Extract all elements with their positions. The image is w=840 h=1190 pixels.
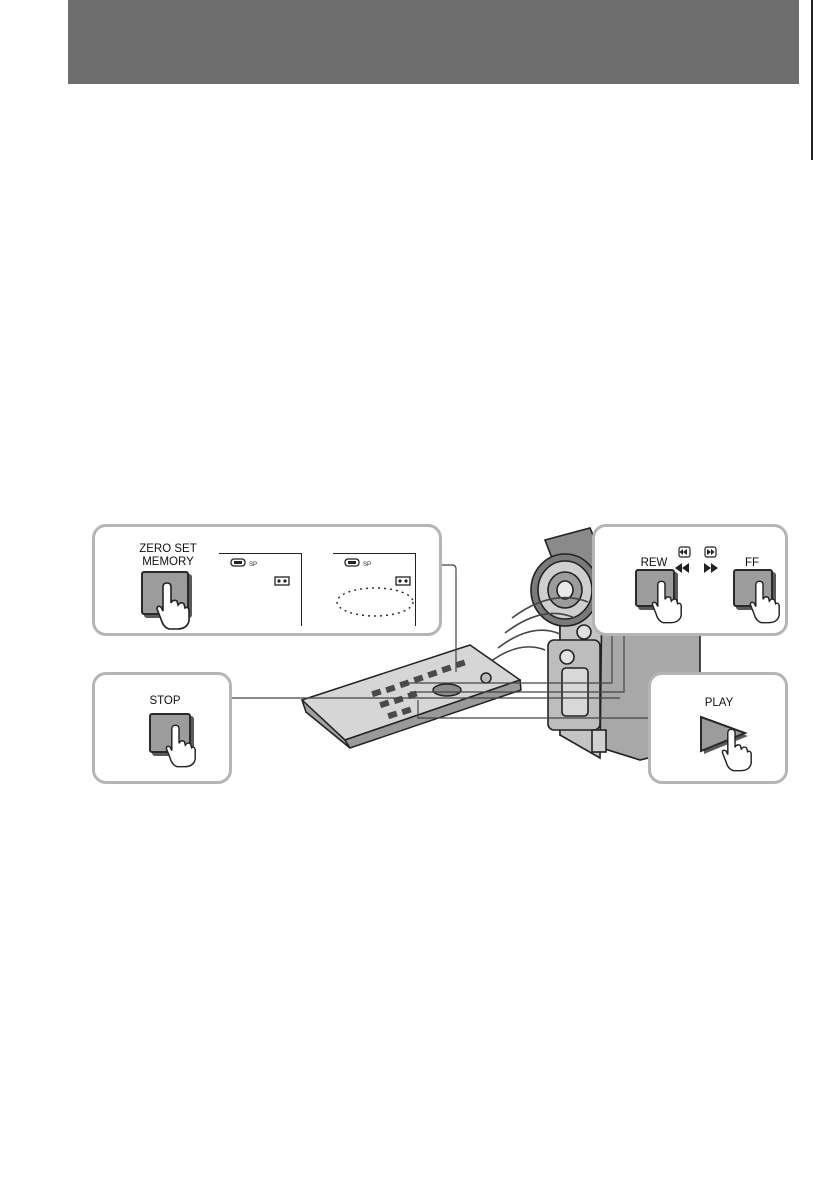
remote-commander-icon	[302, 645, 521, 748]
hand-pointer-icon	[745, 579, 781, 625]
hand-pointer-icon	[161, 723, 197, 769]
hand-pointer-icon	[151, 581, 191, 631]
zero-set-memory-label: ZERO SET MEMORY	[123, 543, 213, 569]
stop-callout: STOP	[92, 672, 232, 784]
battery-icon: SP	[345, 559, 371, 568]
stop-label: STOP	[140, 695, 190, 708]
counter-display-blinking: SP	[333, 553, 416, 626]
zero-set-memory-callout: ZERO SET MEMORY SP SP	[92, 524, 442, 636]
svg-text:SP: SP	[249, 562, 257, 568]
tape-icon	[396, 577, 410, 585]
play-callout: PLAY	[648, 672, 788, 784]
blinking-indicator-icon	[337, 588, 413, 616]
transport-symbols	[671, 545, 723, 581]
svg-text:SP: SP	[363, 562, 371, 568]
counter-display-before: SP	[219, 553, 302, 626]
tape-icon	[275, 577, 289, 585]
hand-pointer-icon	[647, 579, 683, 625]
hand-pointer-icon	[717, 727, 753, 773]
rewind-icon	[675, 547, 690, 573]
fast-forward-icon	[704, 547, 718, 573]
rew-ff-callout: REW FF	[592, 524, 788, 636]
battery-icon: SP	[231, 559, 257, 568]
play-label: PLAY	[689, 697, 749, 710]
